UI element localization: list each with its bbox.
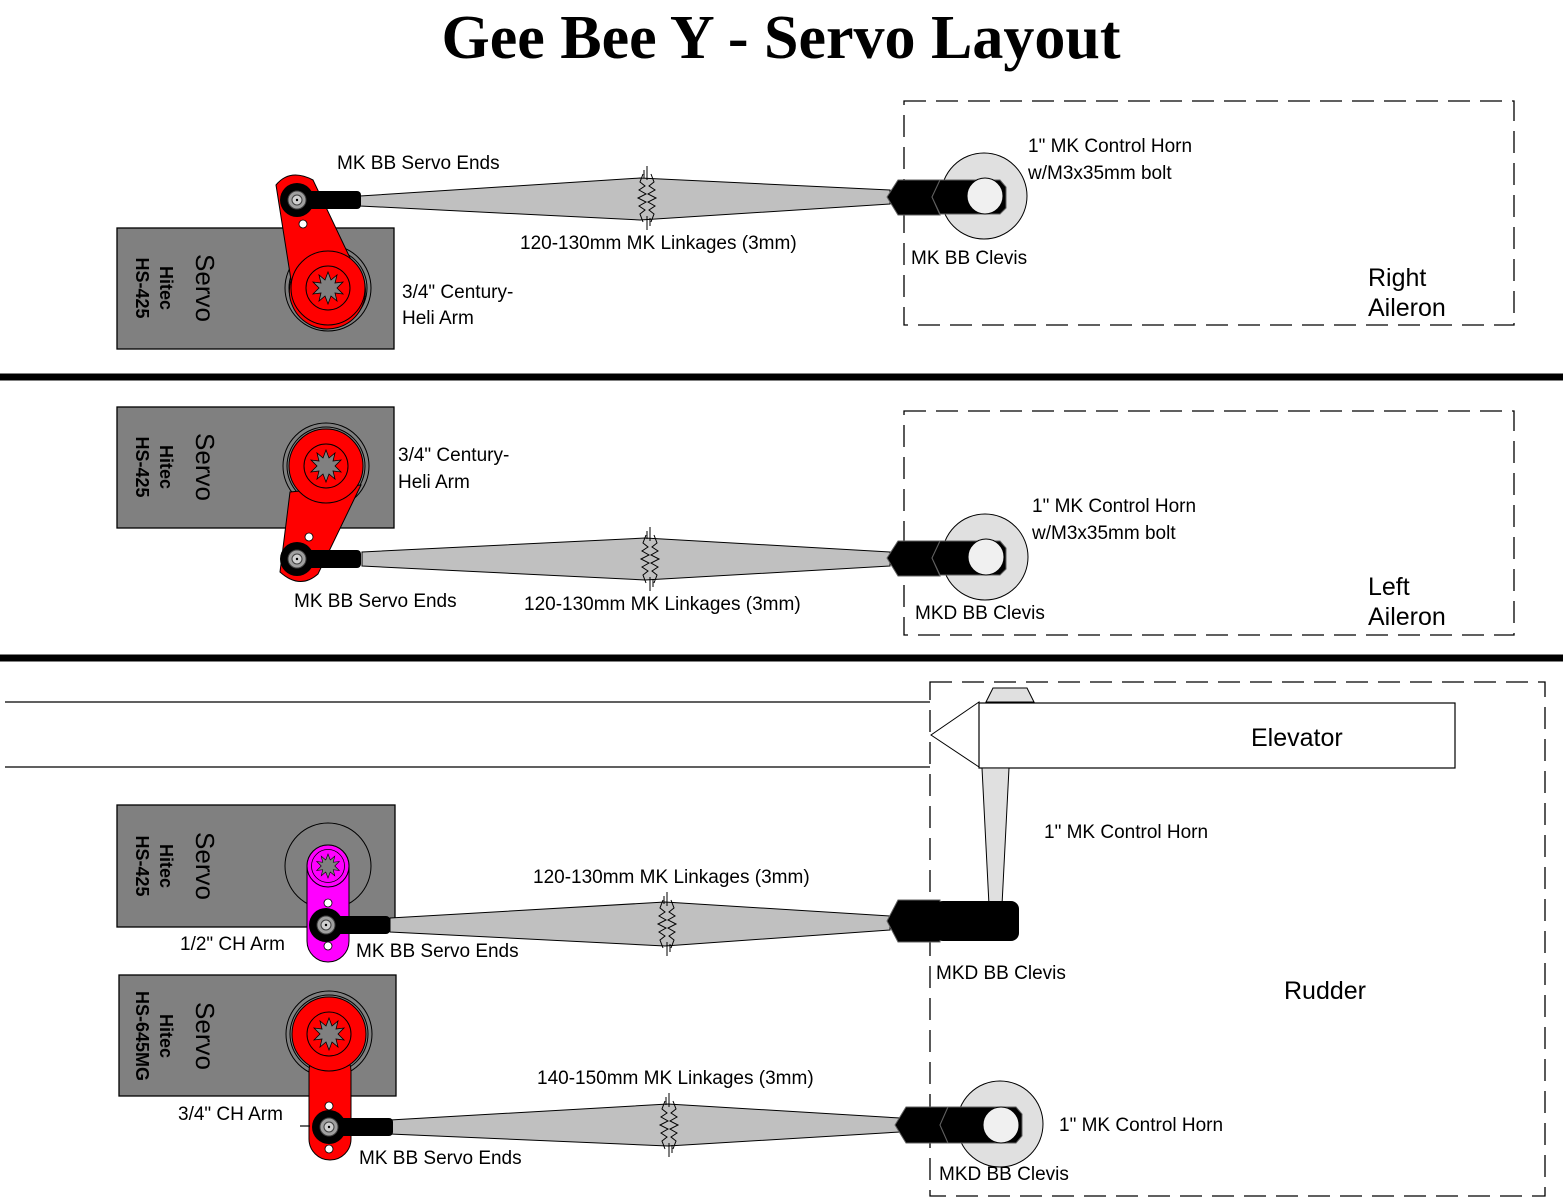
left-aileron-label-line1: Left bbox=[1368, 573, 1410, 601]
rudder-arm-label: 3/4" CH Arm bbox=[178, 1104, 283, 1125]
elevator-servo-end-label: MK BB Servo Ends bbox=[356, 941, 519, 962]
servo-label: Servo bbox=[190, 1002, 220, 1070]
rudder-linkage-label: 140-150mm MK Linkages (3mm) bbox=[537, 1068, 814, 1089]
left-aileron-linkage bbox=[361, 526, 891, 592]
elevator-control-horn bbox=[981, 767, 1010, 906]
servo-model: HS-645MG bbox=[132, 991, 152, 1081]
rudder-clevis bbox=[894, 1106, 1023, 1144]
section-left-aileron: Left Aileron Servo Hitec HS-425 bbox=[116, 406, 1515, 636]
servo-brand: Hitec bbox=[156, 1014, 176, 1058]
elevator-horn-label: 1" MK Control Horn bbox=[1044, 822, 1208, 843]
servo-label: Servo bbox=[190, 832, 220, 900]
left-aileron-arm-label-line2: Heli Arm bbox=[398, 472, 470, 493]
right-aileron-arm-label-line1: 3/4" Century- bbox=[402, 282, 513, 303]
rudder-servo-end bbox=[311, 1109, 394, 1145]
servo-label: Servo bbox=[190, 254, 220, 322]
left-aileron-arm-label-line1: 3/4" Century- bbox=[398, 445, 509, 466]
rudder-horn-label: 1" MK Control Horn bbox=[1059, 1115, 1223, 1136]
elevator-linkage bbox=[389, 891, 891, 957]
elevator-linkage-label: 120-130mm MK Linkages (3mm) bbox=[533, 867, 810, 888]
rudder-clevis-label: MKD BB Clevis bbox=[939, 1164, 1069, 1185]
elevator-arm-label: 1/2" CH Arm bbox=[180, 934, 285, 955]
rudder-servo-end-label: MK BB Servo Ends bbox=[359, 1148, 522, 1169]
right-aileron-linkage bbox=[359, 165, 891, 231]
rudder-servo: Servo Hitec HS-645MG bbox=[118, 974, 397, 1097]
elevator-clevis bbox=[886, 899, 1019, 943]
right-aileron-horn-label-line2: w/M3x35mm bolt bbox=[1027, 163, 1172, 184]
servo-brand: Hitec bbox=[156, 844, 176, 888]
left-aileron-label-line2: Aileron bbox=[1368, 603, 1446, 631]
right-aileron-horn-label-line1: 1" MK Control Horn bbox=[1028, 136, 1192, 157]
left-aileron-clevis bbox=[886, 538, 1007, 577]
servo-brand: Hitec bbox=[156, 445, 176, 489]
right-aileron-clevis bbox=[886, 177, 1007, 216]
section-tail: Elevator 1" MK Control Horn Servo Hitec … bbox=[5, 681, 1546, 1197]
left-aileron-clevis-label: MKD BB Clevis bbox=[915, 603, 1045, 624]
section-right-aileron: Right Aileron Servo Hitec HS-425 bbox=[116, 100, 1515, 350]
page-title: Gee Bee Y - Servo Layout bbox=[442, 4, 1121, 72]
left-aileron-horn-label-line2: w/M3x35mm bolt bbox=[1031, 523, 1176, 544]
right-aileron-servo-end-label: MK BB Servo Ends bbox=[337, 153, 500, 174]
servo-brand: Hitec bbox=[156, 266, 176, 310]
servo-model: HS-425 bbox=[132, 436, 152, 497]
right-aileron-linkage-label: 120-130mm MK Linkages (3mm) bbox=[520, 233, 797, 254]
right-aileron-label-line1: Right bbox=[1368, 264, 1426, 292]
left-aileron-linkage-label: 120-130mm MK Linkages (3mm) bbox=[524, 594, 801, 615]
elevator-servo: Servo Hitec HS-425 bbox=[116, 804, 396, 928]
servo-label: Servo bbox=[190, 433, 220, 501]
elevator-clevis-label: MKD BB Clevis bbox=[936, 963, 1066, 984]
right-aileron-arm-label-line2: Heli Arm bbox=[402, 308, 474, 329]
elevator-label: Elevator bbox=[1251, 724, 1343, 752]
left-aileron-servo-end-label: MK BB Servo Ends bbox=[294, 591, 457, 612]
left-aileron-outline bbox=[903, 410, 1515, 636]
elevator-surface: Elevator bbox=[930, 687, 1456, 769]
right-aileron-clevis-label: MK BB Clevis bbox=[911, 248, 1027, 269]
servo-model: HS-425 bbox=[132, 257, 152, 318]
servo-model: HS-425 bbox=[132, 835, 152, 896]
rudder-label: Rudder bbox=[1284, 977, 1366, 1005]
right-aileron-label-line2: Aileron bbox=[1368, 294, 1446, 322]
left-aileron-horn-label-line1: 1" MK Control Horn bbox=[1032, 496, 1196, 517]
